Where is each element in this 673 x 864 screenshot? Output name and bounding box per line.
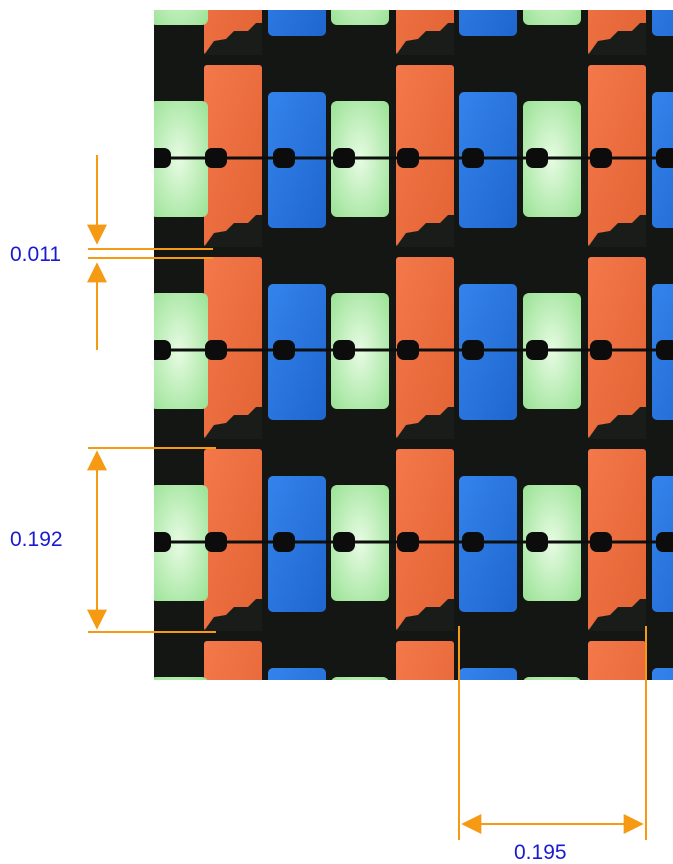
tft-node <box>397 532 419 552</box>
red-subpixel <box>204 641 262 680</box>
green-subpixel <box>523 10 581 25</box>
red-subpixel <box>588 65 646 247</box>
tft-node <box>590 148 612 168</box>
blue-subpixel <box>652 668 673 680</box>
red-subpixel-notch <box>396 23 454 55</box>
red-subpixel-notch <box>204 599 262 631</box>
tft-node <box>154 340 171 360</box>
tft-node <box>273 148 295 168</box>
blue-subpixel <box>268 284 326 420</box>
tft-node <box>590 340 612 360</box>
blue-subpixel <box>459 10 517 36</box>
red-subpixel-notch <box>204 407 262 439</box>
green-subpixel <box>154 10 208 25</box>
tft-node <box>656 532 673 552</box>
blue-subpixel <box>459 668 517 680</box>
tft-node <box>205 532 227 552</box>
tft-node <box>397 340 419 360</box>
tft-node <box>462 340 484 360</box>
tft-node <box>590 532 612 552</box>
green-subpixel <box>154 677 208 680</box>
tft-node <box>154 148 171 168</box>
blue-subpixel <box>268 668 326 680</box>
red-subpixel-notch <box>204 215 262 247</box>
red-subpixel <box>396 65 454 247</box>
column-pitch-dimension <box>458 626 647 840</box>
tft-node <box>462 532 484 552</box>
red-subpixel <box>588 449 646 631</box>
tft-node <box>656 148 673 168</box>
tft-node <box>526 340 548 360</box>
tft-node <box>205 340 227 360</box>
row-pitch-label: 0.192 <box>10 528 63 551</box>
green-subpixel <box>523 677 581 680</box>
blue-subpixel <box>268 10 326 36</box>
gap-label: 0.011 <box>10 243 61 266</box>
red-subpixel-notch <box>396 407 454 439</box>
red-subpixel <box>396 641 454 680</box>
row-pitch-dimension <box>87 447 216 633</box>
red-subpixel <box>204 257 262 439</box>
red-subpixel <box>204 449 262 631</box>
red-subpixel-notch <box>588 407 646 439</box>
red-subpixel-notch <box>588 599 646 631</box>
tft-node <box>526 532 548 552</box>
red-subpixel-notch <box>204 23 262 55</box>
tft-node <box>656 340 673 360</box>
tft-node <box>154 532 171 552</box>
blue-subpixel <box>459 92 517 228</box>
red-subpixel <box>396 449 454 631</box>
blue-subpixel <box>268 92 326 228</box>
tft-node <box>273 340 295 360</box>
red-subpixel <box>588 641 646 680</box>
tft-node <box>462 148 484 168</box>
blue-subpixel <box>459 476 517 612</box>
blue-subpixel <box>652 10 673 36</box>
green-subpixel <box>331 677 389 680</box>
tft-node <box>397 148 419 168</box>
red-subpixel-notch <box>396 215 454 247</box>
tft-node <box>333 148 355 168</box>
tft-node <box>333 532 355 552</box>
tft-node <box>333 340 355 360</box>
tft-node <box>273 532 295 552</box>
red-subpixel-notch <box>588 215 646 247</box>
green-subpixel <box>331 10 389 25</box>
red-subpixel-notch <box>396 599 454 631</box>
tft-node <box>526 148 548 168</box>
red-subpixel <box>396 257 454 439</box>
red-subpixel <box>204 65 262 247</box>
red-subpixel <box>588 257 646 439</box>
red-subpixel-notch <box>588 23 646 55</box>
blue-subpixel <box>459 284 517 420</box>
column-pitch-label: 0.195 <box>514 841 567 864</box>
tft-node <box>205 148 227 168</box>
gap-dimension <box>87 155 213 350</box>
blue-subpixel <box>268 476 326 612</box>
